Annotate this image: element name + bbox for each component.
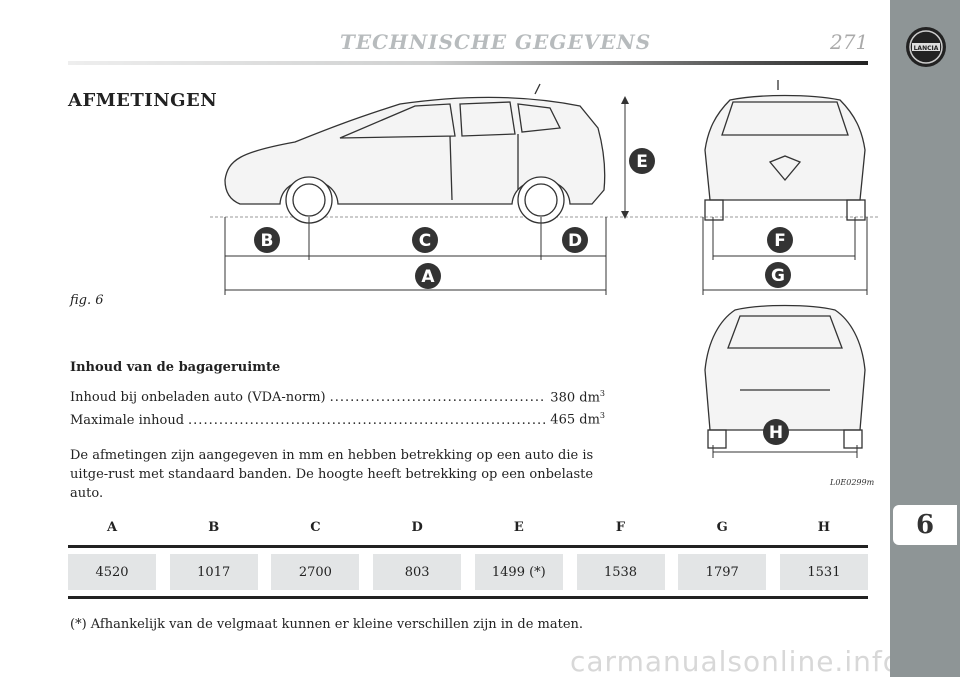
dimensions-table: A B C D E F G H 4520 1017 2700 803 1499 … [68,520,868,599]
marker-f [767,227,793,253]
dimensions-note: De afmetingen zijn aangegeven in mm en h… [70,447,594,501]
dimension-lines-front-rear [702,217,868,458]
car-rear-view [704,304,866,449]
marker-h-label: H [769,423,783,443]
dim-value-e: 1499 (*) [474,554,563,590]
page-number: 271 [830,30,869,54]
dimension-diagram: B C D A E F G H [210,80,880,458]
car-side-view [224,83,606,224]
marker-c [412,227,438,253]
dimensions-header-row: A B C D E F G H [68,520,868,535]
dim-value-f: 1538 [576,554,665,590]
marker-f-label: F [774,231,786,251]
marker-d [562,227,588,253]
leader-dots [188,412,546,430]
marker-h [763,419,789,445]
section-title: AFMETINGEN [68,90,218,111]
header-title: TECHNISCHE GEGEVENS [340,30,652,54]
luggage-title: Inhoud van de bagageruimte [70,360,281,375]
dim-header-e: E [513,520,524,535]
marker-a [415,263,441,289]
marker-b [254,227,280,253]
marker-c-label: C [419,231,431,251]
logo-text: LANCIA [914,45,939,52]
car-front-view [704,80,866,221]
dim-header-f: F [615,520,626,535]
figure-code: L0E0299m [830,478,875,487]
dim-value-c: 2700 [271,554,360,590]
marker-d-label: D [568,231,582,251]
table-rule [68,596,868,599]
table-rule [68,545,868,548]
marker-a-label: A [421,267,435,287]
luggage-row-label: Maximale inhoud [70,412,185,428]
dim-header-g: G [716,520,728,535]
header-rule [68,61,868,65]
dim-header-a: A [106,520,118,535]
dim-value-g: 1797 [678,554,767,590]
dim-value-h: 1531 [779,554,868,590]
luggage-row-value: 380 dm3 [550,389,605,406]
marker-b-label: B [261,231,274,251]
dim-header-d: D [411,520,423,535]
dim-value-a: 4520 [68,554,156,590]
dim-value-d: 803 [373,554,462,590]
chapter-tab[interactable]: 6 [893,505,957,545]
luggage-row: Inhoud bij onbeladen auto (VDA-norm) 380… [70,385,605,407]
watermark: carmanualsonline.info [570,645,901,678]
footnote: (*) Afhankelijk van de velgmaat kunnen e… [70,617,584,632]
marker-g-label: G [771,266,785,286]
lancia-logo-icon: LANCIA [906,27,946,67]
manual-page: TECHNISCHE GEGEVENS 271 AFMETINGEN [0,0,890,677]
marker-e-label: E [636,152,648,172]
luggage-capacity-section: Inhoud van de bagageruimte Inhoud bij on… [70,360,605,503]
dim-header-h: H [817,520,831,535]
luggage-row-value: 465 dm3 [550,411,605,428]
marker-e [629,148,655,174]
marker-g [765,262,791,288]
leader-dots [330,389,547,407]
dim-header-b: B [208,520,220,535]
dimension-lines-side [224,217,607,295]
figure-label: fig. 6 [70,293,104,308]
chapter-sidebar [890,0,960,677]
dim-value-b: 1017 [169,554,258,590]
luggage-row: Maximale inhoud 465 dm3 [70,407,605,429]
dimensions-value-row: 4520 1017 2700 803 1499 (*) 1538 1797 15… [68,554,868,590]
luggage-row-label: Inhoud bij onbeladen auto (VDA-norm) [70,390,326,406]
dim-header-c: C [310,520,321,535]
